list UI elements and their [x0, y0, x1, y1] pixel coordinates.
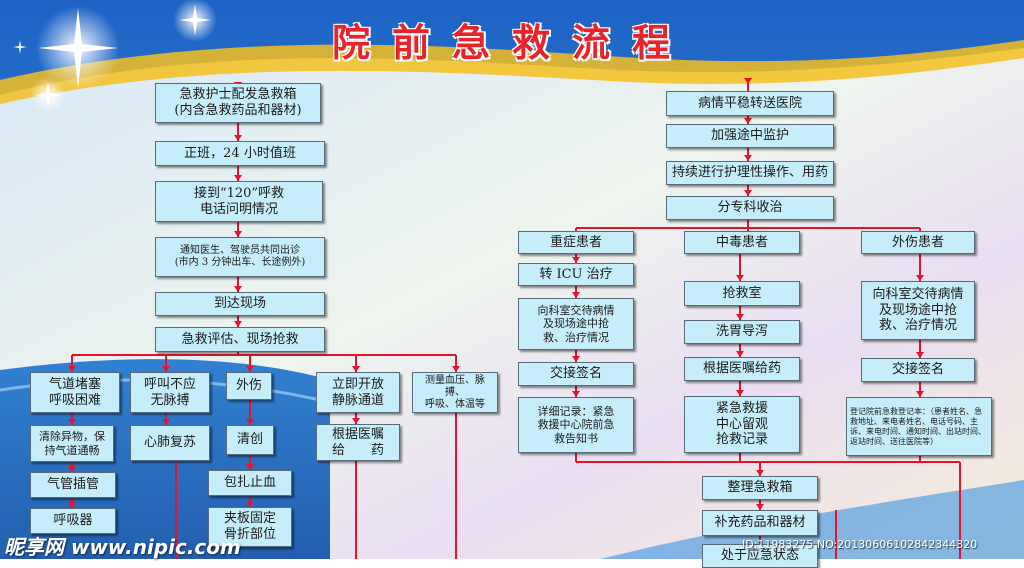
- step-debridement: 清创: [226, 425, 274, 455]
- step-notify-crew: 通知医生、驾驶员共同出诊 (市内 3 分钟出车、长途例外): [155, 237, 325, 277]
- step-clear-airway: 清除异物，保 持气道通畅: [30, 425, 114, 462]
- branch-airway-obstruction: 气道堵塞 呼吸困难: [30, 372, 120, 413]
- step-medicate-poison: 根据医嘱给药: [684, 357, 800, 381]
- step-cpr: 心肺复苏: [130, 425, 210, 461]
- step-sign-injury: 交接签名: [861, 358, 975, 382]
- step-arrive-scene: 到达现场: [155, 292, 325, 316]
- step-stable-transfer: 病情平稳转送医院: [666, 91, 834, 116]
- step-continuous-care: 持续进行护理性操作、用药: [666, 161, 834, 185]
- step-dispatch-kit: 急救护士配发急救箱 (内含急救药品和器材): [155, 83, 321, 123]
- step-bandage: 包扎止血: [208, 470, 292, 496]
- branch-no-pulse: 呼叫不应 无脉搏: [130, 372, 210, 413]
- step-enroute-monitor: 加强途中监护: [666, 124, 834, 148]
- step-icu: 转 ICU 治疗: [518, 263, 634, 286]
- step-restock: 补充药品和器材: [702, 510, 818, 536]
- step-tidy-kit: 整理急救箱: [702, 476, 818, 500]
- step-emergency-room: 抢救室: [684, 281, 800, 306]
- step-gastric-lavage: 洗胃导泻: [684, 320, 800, 344]
- step-register-log: 登记院前急救登记本：（患者姓名、急救地址、来电者姓名、电话号码、主诉、来电时间、…: [846, 397, 992, 456]
- step-handover-injury: 向科室交待病情 及现场途中抢 救、治疗情况: [861, 281, 975, 340]
- branch-trauma: 外伤: [226, 372, 272, 400]
- step-give-medication: 根据医嘱 给 药: [316, 424, 400, 461]
- step-assess-rescue: 急救评估、现场抢救: [155, 327, 325, 352]
- step-24h-duty: 正班，24 小时值班: [155, 141, 325, 166]
- watermark-site: 昵享网 www.nipic.com: [4, 531, 241, 560]
- step-sign-severe: 交接签名: [518, 362, 634, 386]
- category-poison: 中毒患者: [684, 231, 800, 254]
- watermark-id: ID:11983275 NO:20130606102842344320: [742, 538, 977, 551]
- branch-vital-signs: 测量血压、脉搏、 呼吸、体温等: [412, 372, 498, 413]
- branch-iv-access: 立即开放 静脉通道: [316, 372, 400, 413]
- category-injury: 外伤患者: [861, 231, 975, 254]
- step-observation-record: 紧急救援 中心留观 抢救记录: [684, 396, 800, 453]
- category-severe: 重症患者: [518, 231, 634, 254]
- step-record-severe: 详细记录：紧急 救援中心院前急 救告知书: [518, 397, 634, 453]
- step-specialty-admission: 分专科收治: [666, 196, 834, 220]
- step-intubation: 气管插管: [30, 472, 116, 498]
- step-receive-call: 接到“120”呼救 电话问明情况: [155, 181, 323, 222]
- step-handover-severe: 向科室交待病情 及现场途中抢 救、治疗情况: [518, 298, 634, 350]
